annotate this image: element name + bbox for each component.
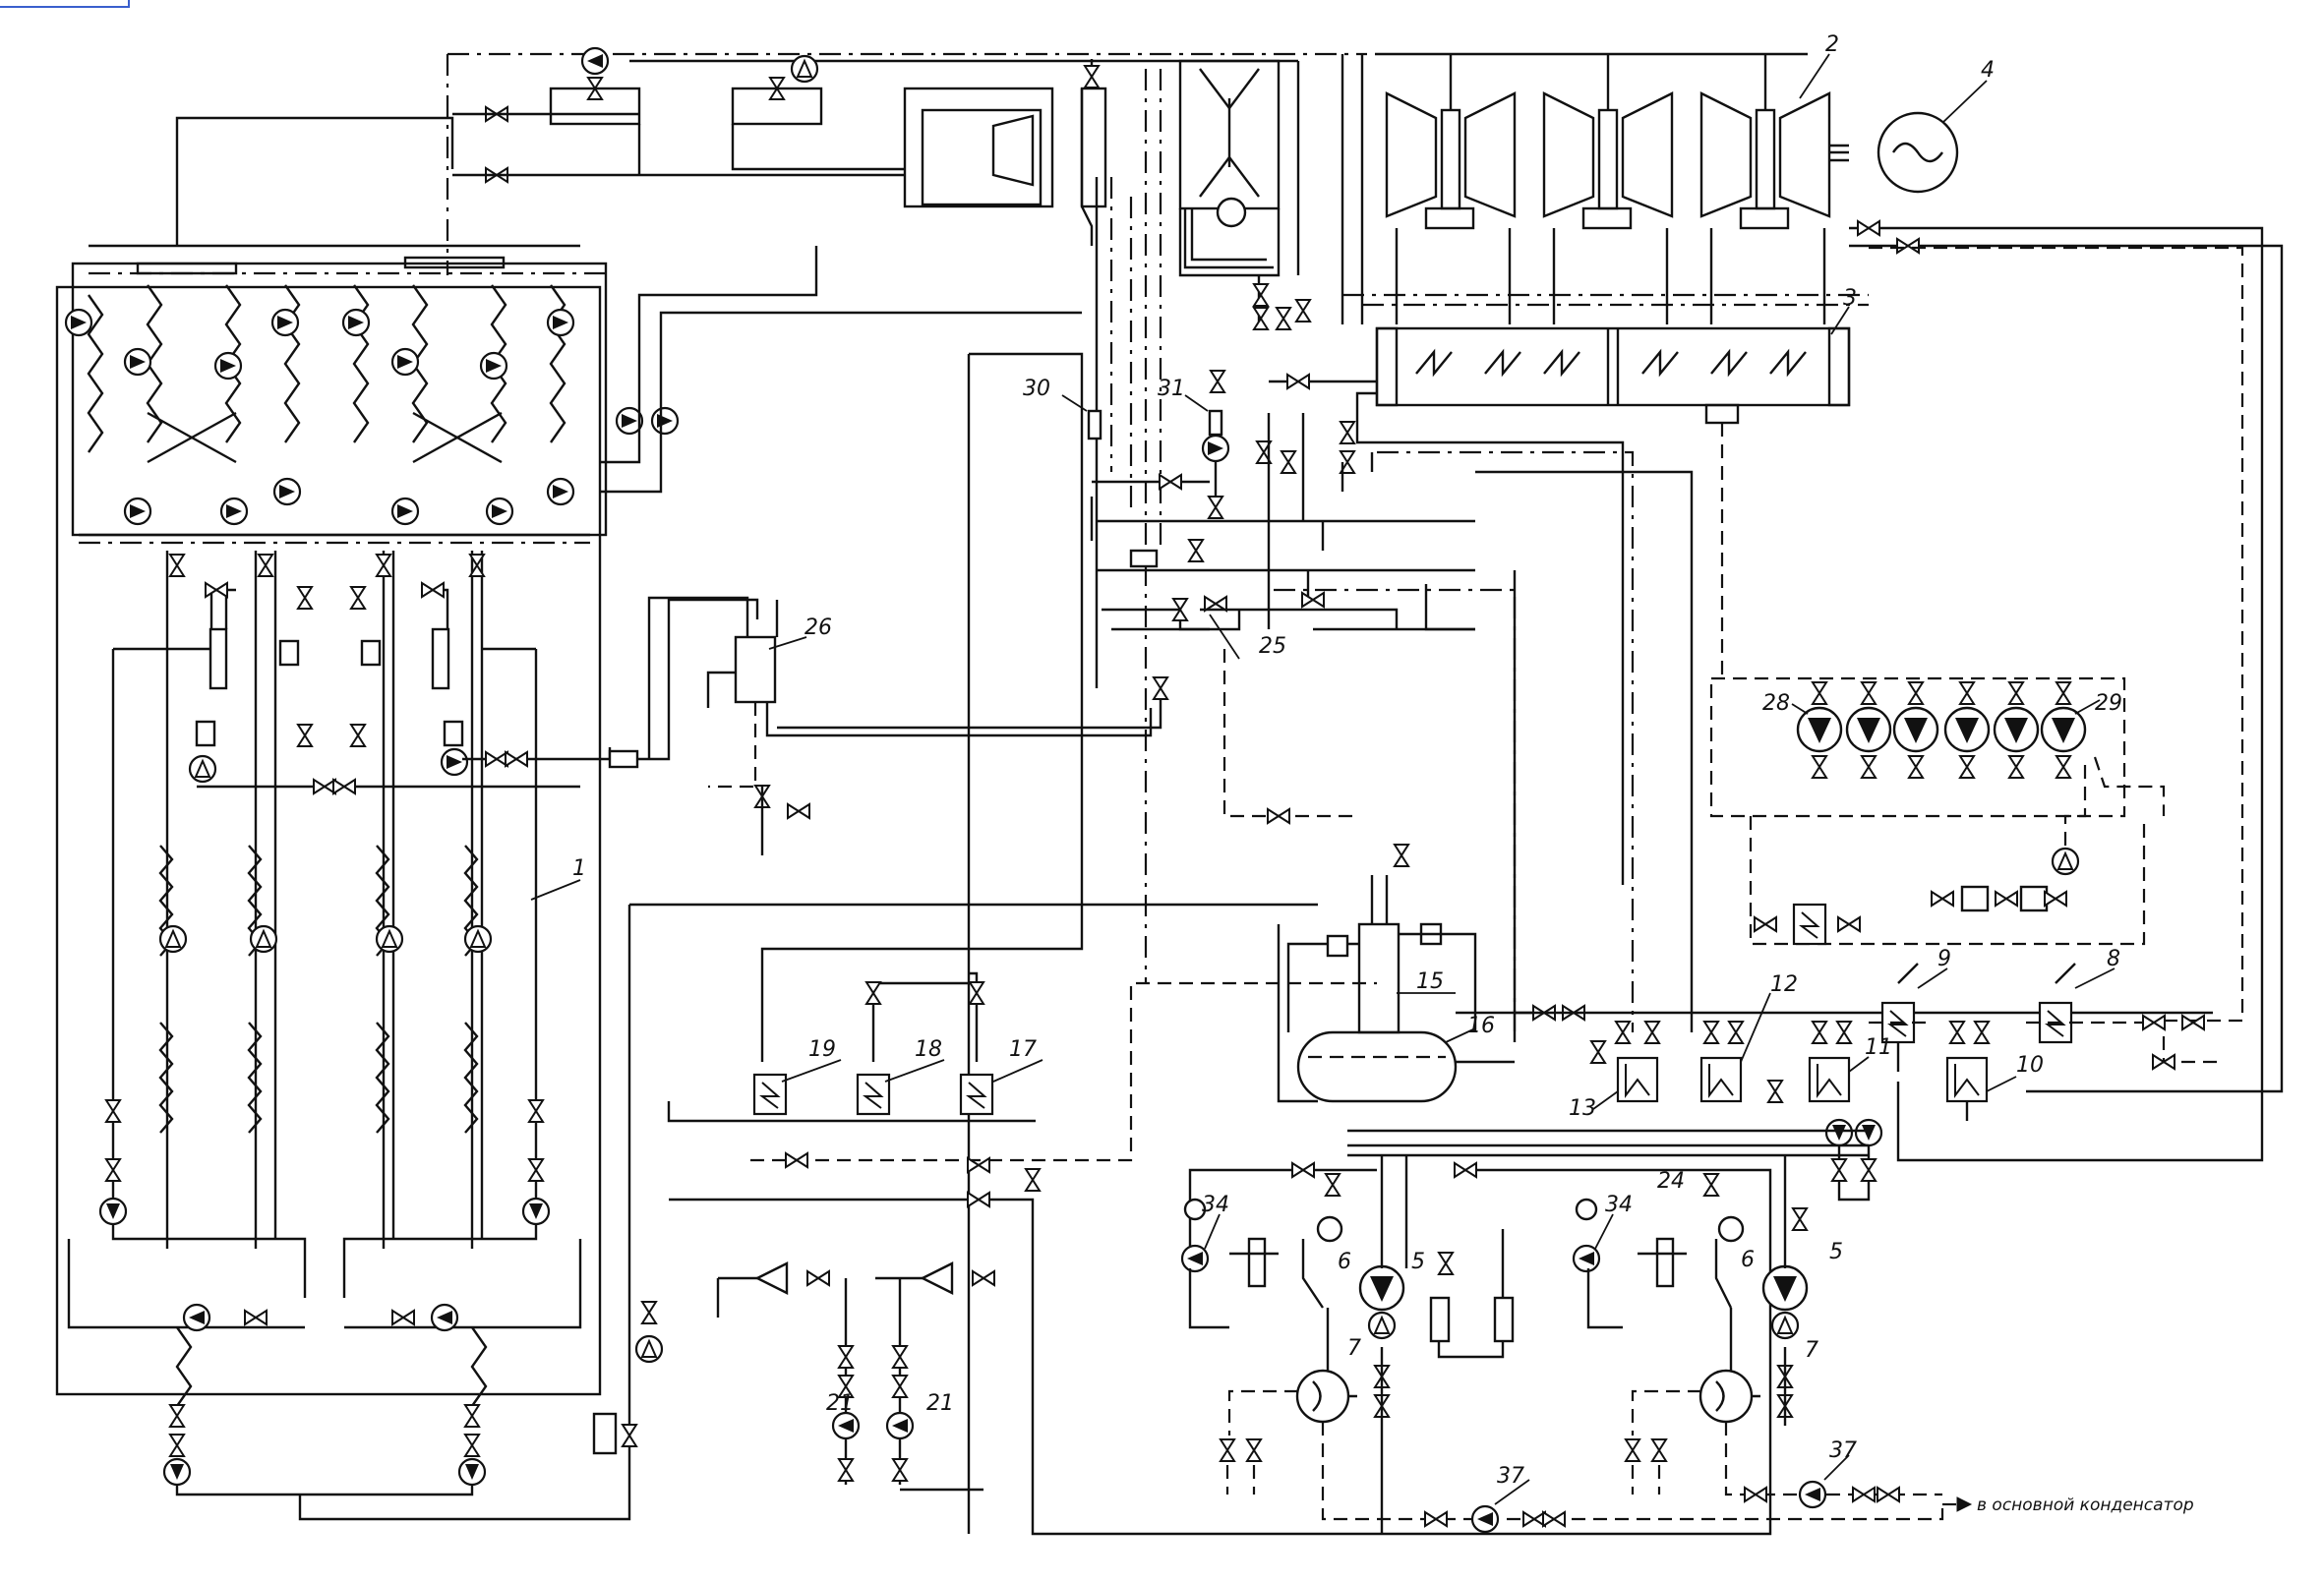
callout-labels: 1 2 3 4 5 5 6 6 7 7 8 9 10 11 12 13 15 1… xyxy=(530,32,2194,1515)
pumps-28 xyxy=(1796,681,2087,779)
label-5b: 5 xyxy=(1829,1240,1843,1264)
label-29: 29 xyxy=(2095,691,2122,716)
label-28: 28 xyxy=(1762,691,1790,716)
steam-generator-left xyxy=(64,284,302,526)
label-21a: 21 xyxy=(826,1391,854,1416)
label-21b: 21 xyxy=(926,1391,954,1416)
cooler-18 xyxy=(856,1073,891,1116)
cooler-17 xyxy=(959,1073,994,1116)
main-turbine xyxy=(1375,52,1849,230)
label-37a: 37 xyxy=(1497,1464,1524,1489)
label-18: 18 xyxy=(915,1037,942,1062)
label-2: 2 xyxy=(1825,32,1839,57)
corner-mark xyxy=(0,0,130,8)
label-8: 8 xyxy=(2107,947,2120,971)
label-13: 13 xyxy=(1569,1096,1596,1121)
label-11: 11 xyxy=(1865,1035,1892,1060)
steam-generator-frame xyxy=(71,262,608,537)
label-16: 16 xyxy=(1467,1014,1495,1038)
label-4: 4 xyxy=(1981,58,1995,83)
annotation-to-main-condenser: в основной конденсатор xyxy=(1977,1495,2194,1515)
label-30: 30 xyxy=(1023,377,1050,401)
label-37b: 37 xyxy=(1829,1438,1857,1463)
feed-pump-5b xyxy=(1761,1264,1809,1312)
label-24: 24 xyxy=(1657,1169,1685,1194)
label-25: 25 xyxy=(1259,634,1286,659)
turbine-drive-7a xyxy=(1295,1369,1350,1424)
label-1: 1 xyxy=(572,856,586,881)
label-26: 26 xyxy=(804,616,832,640)
heater-13 xyxy=(1616,1056,1659,1103)
label-17: 17 xyxy=(1009,1037,1037,1062)
element-30 xyxy=(1087,409,1102,440)
heater-10 xyxy=(1945,1056,1989,1103)
label-19: 19 xyxy=(808,1037,836,1062)
top-steam-line xyxy=(175,116,454,246)
label-6b: 6 xyxy=(1741,1248,1755,1272)
heater-11 xyxy=(1808,1056,1851,1103)
condensate-pump-group xyxy=(1709,676,2126,818)
label-6a: 6 xyxy=(1338,1250,1351,1274)
turbine-drive-7b xyxy=(1698,1369,1754,1424)
label-5a: 5 xyxy=(1411,1250,1425,1274)
deaerator-tank-16 xyxy=(1296,1030,1458,1103)
cooler-19 xyxy=(752,1073,788,1116)
label-7a: 7 xyxy=(1347,1336,1361,1361)
feed-pump-5a xyxy=(1358,1264,1405,1312)
steam-generator-right xyxy=(341,284,575,526)
label-7b: 7 xyxy=(1805,1338,1818,1363)
separator-26 xyxy=(734,635,777,704)
label-3: 3 xyxy=(1843,286,1857,311)
label-15: 15 xyxy=(1416,969,1444,994)
label-9: 9 xyxy=(1937,947,1951,971)
label-34a: 34 xyxy=(1202,1193,1229,1217)
pump-icon xyxy=(64,308,93,337)
turbo-drive xyxy=(903,87,1054,208)
reactor-channels xyxy=(111,551,493,1298)
label-10: 10 xyxy=(2016,1053,2044,1078)
cooler xyxy=(1792,903,1827,946)
deaerator-column-15 xyxy=(1357,922,1400,1034)
heater-12 xyxy=(1699,1056,1743,1103)
label-31: 31 xyxy=(1158,377,1185,401)
condenser-3 xyxy=(1375,326,1851,407)
reactor-compartment xyxy=(55,285,602,1396)
label-34b: 34 xyxy=(1605,1193,1633,1217)
element-31 xyxy=(1208,409,1223,437)
label-12: 12 xyxy=(1770,972,1798,997)
